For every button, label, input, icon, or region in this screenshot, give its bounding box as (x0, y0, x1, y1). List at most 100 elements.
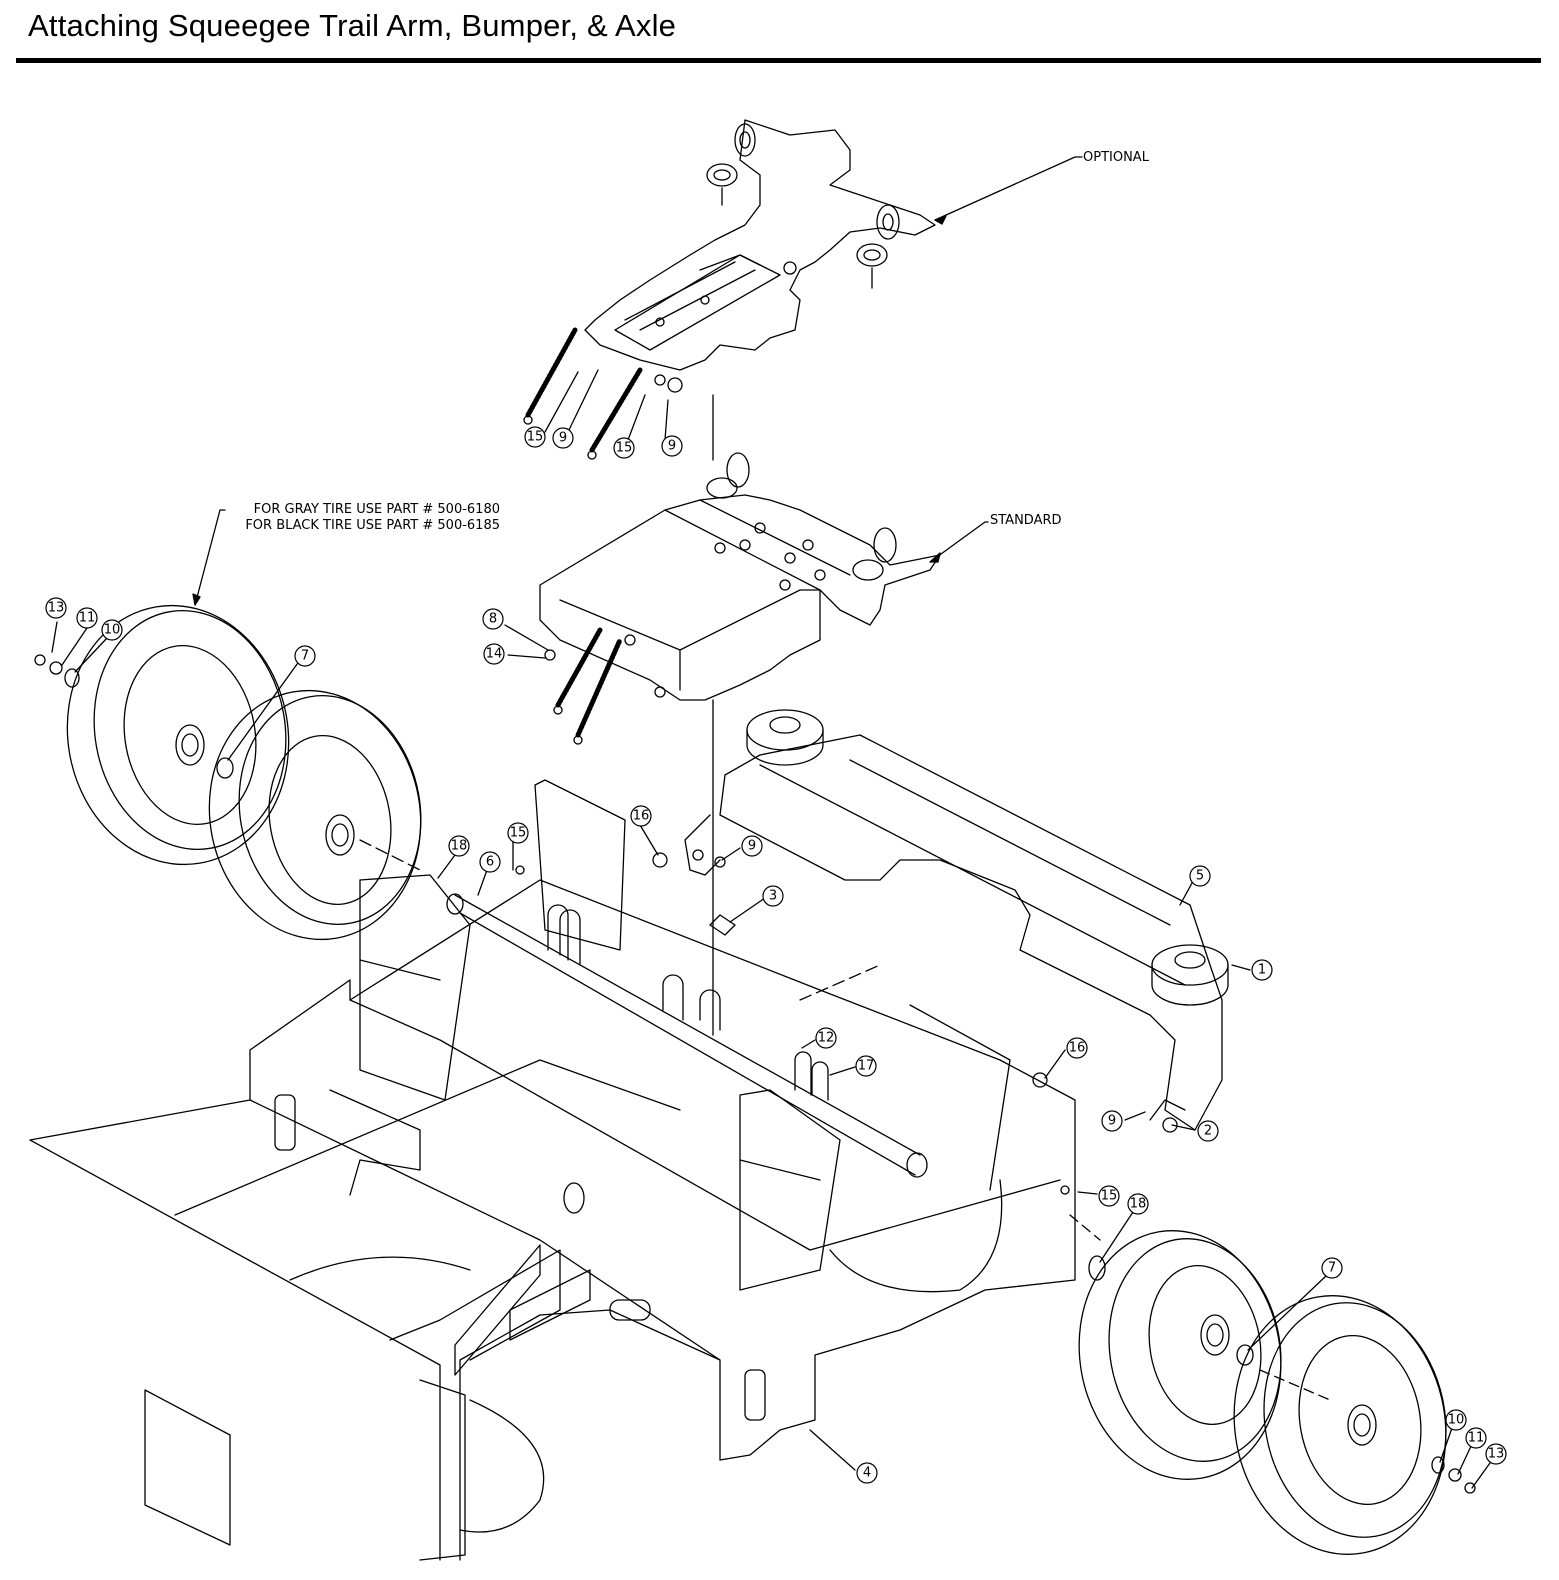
callout-number: 7 (301, 649, 309, 664)
callout-bubble (552, 427, 574, 449)
callout-17: 17 (855, 1055, 877, 1077)
callout-bubble (613, 437, 635, 459)
callout-number: 15 (616, 441, 633, 456)
callout-bubble (1445, 1409, 1467, 1431)
tire-note-black: FOR BLACK TIRE USE PART # 500-6185 (245, 518, 500, 533)
callout-9: 9 (1101, 1110, 1123, 1132)
callout-number: 8 (489, 612, 497, 627)
callout-bubble (661, 435, 683, 457)
callout-bubble (294, 645, 316, 667)
callout-9: 9 (661, 435, 683, 457)
callout-15: 15 (507, 822, 529, 844)
callout-14: 14 (483, 643, 505, 665)
callout-bubble (1485, 1443, 1507, 1465)
standard-trail-arm-assembly (539, 452, 989, 745)
callout-16: 16 (630, 805, 652, 827)
callout-13: 13 (45, 597, 67, 619)
callout-bubble (507, 822, 529, 844)
callout-number: 2 (1204, 1124, 1212, 1139)
callout-number: 5 (1196, 869, 1204, 884)
callout-number: 15 (527, 430, 544, 445)
callout-number: 10 (1448, 1413, 1465, 1428)
optional-trail-arm-assembly (523, 119, 1083, 460)
callout-bubble (101, 619, 123, 641)
callout-11: 11 (1465, 1427, 1487, 1449)
callout-12: 12 (815, 1027, 837, 1049)
callout-9: 9 (552, 427, 574, 449)
callout-11: 11 (76, 607, 98, 629)
callout-number: 11 (1468, 1431, 1485, 1446)
callout-bubble (1127, 1193, 1149, 1215)
page-title: Attaching Squeegee Trail Arm, Bumper, & … (28, 8, 677, 43)
bumper (684, 709, 1229, 1133)
callout-bubble (483, 643, 505, 665)
right-tires (1078, 1230, 1476, 1555)
callout-bubble (479, 851, 501, 873)
callout-bubble (76, 607, 98, 629)
callout-bubble (856, 1462, 878, 1484)
left-tires (34, 509, 422, 941)
standard-label: STANDARD (990, 513, 1062, 528)
callout-1: 1 (1251, 959, 1273, 981)
callout-number: 4 (863, 1466, 871, 1481)
callout-bubble (448, 835, 470, 857)
tire-note-gray: FOR GRAY TIRE USE PART # 500-6180 (254, 502, 500, 517)
callout-number: 7 (1328, 1261, 1336, 1276)
callout-number: 6 (486, 855, 494, 870)
callout-bubble (762, 885, 784, 907)
callout-number: 13 (48, 601, 65, 616)
callout-number: 14 (486, 647, 503, 662)
callout-16: 16 (1066, 1037, 1088, 1059)
callout-7: 7 (1321, 1257, 1343, 1279)
callout-number: 9 (1108, 1114, 1116, 1129)
callout-bubble (630, 805, 652, 827)
callout-number: 11 (79, 611, 96, 626)
callout-18: 18 (448, 835, 470, 857)
callout-bubble (482, 608, 504, 630)
callout-number: 13 (1488, 1447, 1505, 1462)
callout-bubble (1465, 1427, 1487, 1449)
callout-bubble (1066, 1037, 1088, 1059)
callout-number: 16 (1069, 1041, 1086, 1056)
callout-bubble (1251, 959, 1273, 981)
callout-bubble (45, 597, 67, 619)
callout-bubble (815, 1027, 837, 1049)
callout-number: 18 (451, 839, 468, 854)
callout-7: 7 (294, 645, 316, 667)
callout-number: 17 (858, 1059, 875, 1074)
callout-bubble (1098, 1185, 1120, 1207)
title-rule (16, 58, 1541, 63)
callout-number: 3 (769, 889, 777, 904)
callout-15: 15 (1098, 1185, 1120, 1207)
callout-number: 16 (633, 809, 650, 824)
callout-number: 9 (559, 431, 567, 446)
callout-13: 13 (1485, 1443, 1507, 1465)
callout-15: 15 (524, 426, 546, 448)
callout-9: 9 (741, 835, 763, 857)
callout-bubble (741, 835, 763, 857)
callout-bubble (524, 426, 546, 448)
callout-15: 15 (613, 437, 635, 459)
callout-2: 2 (1197, 1120, 1219, 1142)
frame (29, 779, 1076, 1561)
callout-bubble (855, 1055, 877, 1077)
callout-number: 15 (510, 826, 527, 841)
callout-number: 1 (1258, 963, 1266, 978)
callout-4: 4 (856, 1462, 878, 1484)
callout-number: 12 (818, 1031, 835, 1046)
callout-8: 8 (482, 608, 504, 630)
callout-leaders (51, 369, 1491, 1489)
callout-number: 9 (748, 839, 756, 854)
callout-number: 10 (104, 623, 121, 638)
callout-number: 9 (668, 439, 676, 454)
callout-6: 6 (479, 851, 501, 873)
callout-bubble (1197, 1120, 1219, 1142)
optional-label: OPTIONAL (1083, 150, 1150, 165)
callout-bubble (1189, 865, 1211, 887)
callout-10: 10 (1445, 1409, 1467, 1431)
callout-number: 18 (1130, 1197, 1147, 1212)
callout-number: 15 (1101, 1189, 1118, 1204)
callout-bubble (1321, 1257, 1343, 1279)
